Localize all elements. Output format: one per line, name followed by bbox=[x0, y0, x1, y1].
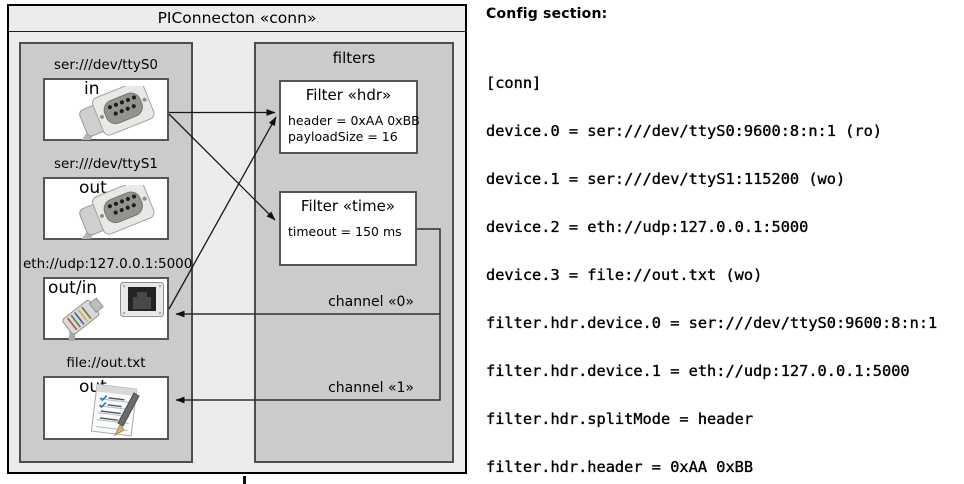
filter-time-box: Filter «time» timeout = 150 ms bbox=[279, 191, 417, 266]
config-line: [conn] bbox=[486, 74, 542, 92]
ethernet-port-icon bbox=[120, 282, 164, 317]
filter-properties: header = 0xAA 0xBB payloadSize = 16 bbox=[288, 113, 420, 144]
device-box-ttys1: out bbox=[43, 177, 169, 240]
config-line: filter.hdr.device.0 = ser:///dev/ttyS0:9… bbox=[486, 314, 938, 332]
config-line: device.2 = eth://udp:127.0.0.1:5000 bbox=[486, 218, 809, 236]
device-uri-label: eth://udp:127.0.0.1:5000 bbox=[23, 256, 193, 272]
config-section-heading: Config section: bbox=[486, 6, 608, 22]
filter-properties: timeout = 150 ms bbox=[288, 224, 402, 240]
notepad-pen-icon bbox=[90, 384, 140, 437]
device-uri-label: ser:///dev/ttyS0 bbox=[54, 57, 158, 73]
device-box-eth: out/in bbox=[43, 277, 169, 341]
filter-property: header = 0xAA 0xBB bbox=[288, 113, 420, 128]
device-box-ttys0: in bbox=[43, 78, 169, 141]
config-line: filter.hdr.device.1 = eth://udp:127.0.0.… bbox=[486, 362, 910, 380]
ethernet-plug-icon bbox=[62, 297, 104, 341]
config-line: device.0 = ser:///dev/ttyS0:9600:8:n:1 (… bbox=[486, 122, 883, 140]
port-direction-label: out/in bbox=[48, 278, 98, 298]
device-box-file: out bbox=[43, 376, 169, 440]
filter-title: Filter «time» bbox=[300, 197, 396, 215]
channel-1-label: channel «1» bbox=[328, 380, 414, 396]
frame-title: PIConnecton «conn» bbox=[9, 6, 465, 32]
port-direction-label: out bbox=[79, 178, 107, 198]
frame-bottom-tick bbox=[243, 476, 246, 484]
channel-0-label: channel «0» bbox=[328, 294, 414, 310]
config-line: filter.hdr.header = 0xAA 0xBB bbox=[486, 458, 754, 476]
filters-panel: filters Filter «hdr» header = 0xAA 0xBB … bbox=[254, 42, 454, 463]
filters-panel-title: filters bbox=[332, 49, 376, 67]
config-text-block: [conn] device.0 = ser:///dev/ttyS0:9600:… bbox=[486, 43, 946, 484]
serial-connector-icon bbox=[69, 185, 155, 239]
filter-property: payloadSize = 16 bbox=[288, 128, 398, 144]
device-uri-label: file://out.txt bbox=[66, 355, 146, 371]
config-line: device.3 = file://out.txt (wo) bbox=[486, 266, 763, 284]
device-uri-label: ser:///dev/ttyS1 bbox=[54, 156, 158, 172]
config-line: filter.hdr.splitMode = header bbox=[486, 410, 754, 428]
filter-hdr-box: Filter «hdr» header = 0xAA 0xBB payloadS… bbox=[279, 80, 420, 154]
filter-title: Filter «hdr» bbox=[305, 86, 392, 104]
port-direction-label: in bbox=[84, 79, 100, 99]
serial-connector-icon bbox=[69, 86, 155, 140]
connection-frame: PIConnecton «conn» ser:///dev/ttyS0 in bbox=[7, 4, 467, 484]
config-line: device.1 = ser:///dev/ttyS1:115200 (wo) bbox=[486, 170, 846, 188]
devices-panel: ser:///dev/ttyS0 in bbox=[19, 42, 193, 463]
filter-property: timeout = 150 ms bbox=[288, 224, 402, 239]
